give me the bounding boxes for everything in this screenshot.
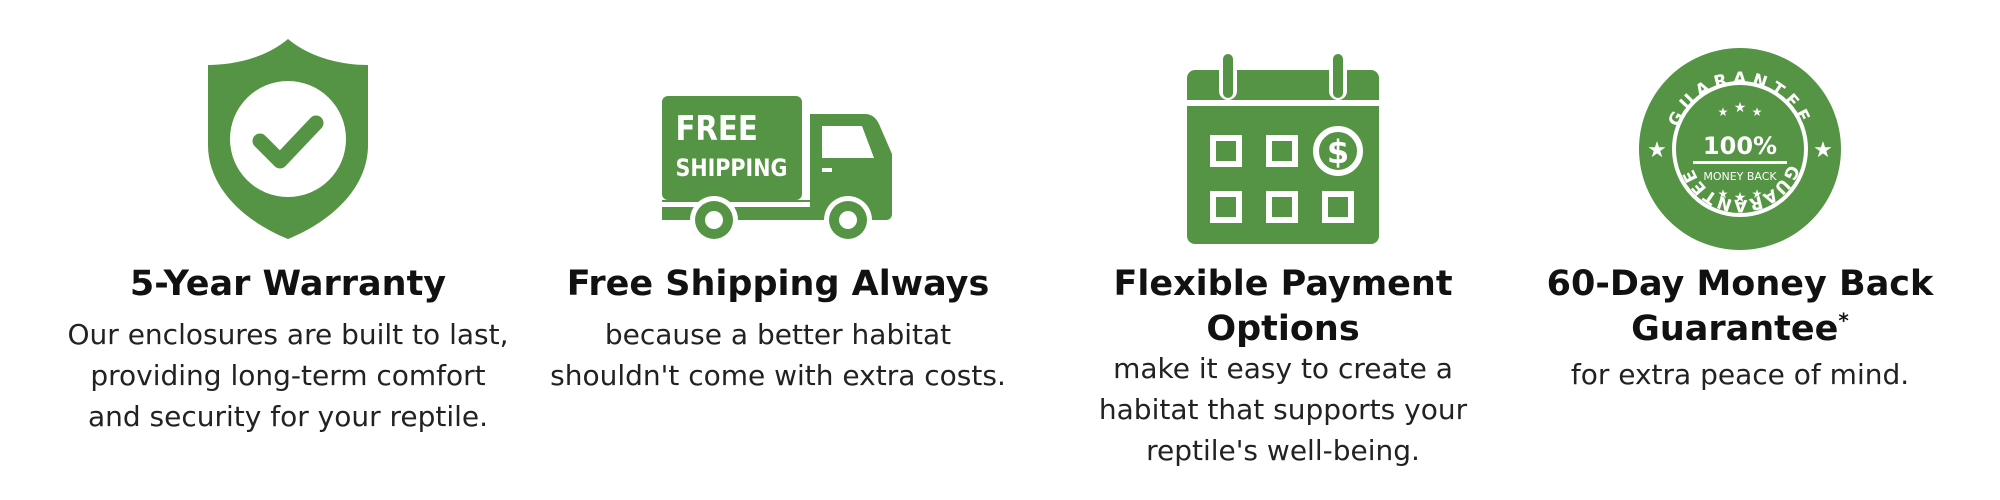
seal-subtitle-text: MONEY BACK: [1703, 170, 1777, 183]
desc-line: make it easy to create a: [1113, 352, 1453, 385]
delivery-truck-icon: FREE SHIPPING: [660, 92, 896, 242]
calendar-dollar-icon: $: [1183, 48, 1383, 248]
asterisk-footnote-mark: *: [1838, 308, 1849, 333]
title-text: Guarantee: [1631, 309, 1839, 349]
title-line: Flexible Payment: [1113, 264, 1453, 304]
title-line: Free Shipping Always: [566, 264, 990, 304]
feature-title: Flexible Payment Options: [1053, 262, 1513, 352]
feature-title: 5-Year Warranty: [58, 262, 518, 307]
truck-free-text: FREE: [675, 110, 757, 149]
feature-description: because a better habitat shouldn't come …: [548, 314, 1008, 396]
svg-text:★: ★: [1734, 100, 1747, 116]
title-line: 5-Year Warranty: [129, 264, 447, 304]
svg-text:★: ★: [1647, 138, 1667, 163]
desc-line: shouldn't come with extra costs.: [550, 359, 1006, 392]
desc-line: for extra peace of mind.: [1570, 358, 1910, 391]
guarantee-seal-icon: GUARANTEE GUARANTEE ★ ★ ★ ★ ★ ★ ★ ★ 100%…: [1635, 44, 1845, 254]
desc-line: because a better habitat: [604, 318, 952, 351]
feature-description: Our enclosures are built to last, provid…: [58, 314, 518, 437]
feature-description: make it easy to create a habitat that su…: [1053, 348, 1513, 471]
shield-check-icon: [198, 35, 378, 245]
desc-line: habitat that supports your: [1098, 393, 1468, 426]
svg-text:★: ★: [1718, 187, 1729, 201]
title-line: 60-Day Money Back: [1546, 264, 1934, 304]
feature-description: for extra peace of mind.: [1510, 354, 1970, 395]
desc-line: reptile's well-being.: [1146, 434, 1420, 467]
truck-shipping-text: SHIPPING: [675, 155, 787, 183]
feature-title: Free Shipping Always: [548, 262, 1008, 307]
title-line: Guarantee*: [1510, 307, 1970, 352]
feature-title: 60-Day Money Back Guarantee*: [1510, 262, 1970, 352]
title-line: Options: [1206, 309, 1360, 349]
svg-text:★: ★: [1734, 190, 1747, 206]
seal-percent-text: 100%: [1703, 132, 1777, 160]
svg-text:★: ★: [1752, 187, 1763, 201]
svg-text:$: $: [1327, 133, 1349, 171]
svg-text:★: ★: [1752, 105, 1763, 119]
svg-text:★: ★: [1718, 105, 1729, 119]
desc-line: and security for your reptile.: [87, 400, 489, 433]
desc-line: Our enclosures are built to last,: [67, 318, 509, 351]
svg-text:★: ★: [1813, 138, 1833, 163]
desc-line: providing long-term comfort: [90, 359, 486, 392]
